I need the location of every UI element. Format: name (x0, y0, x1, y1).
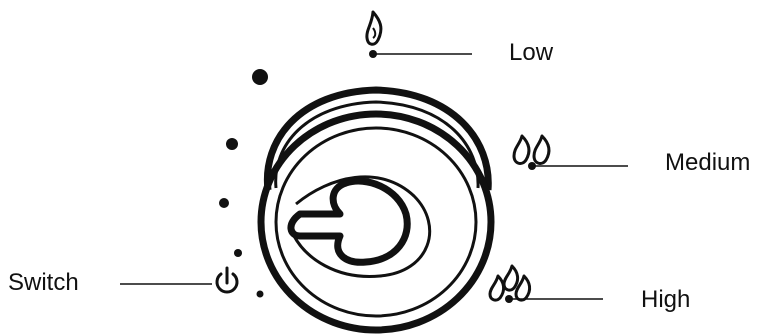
position-dot (257, 291, 264, 298)
triple-flame-icon (490, 266, 530, 300)
position-dot (219, 198, 229, 208)
knob-face-inner (276, 128, 476, 316)
low-label: Low (509, 41, 553, 65)
position-dot (252, 69, 268, 85)
position-dot (226, 138, 238, 150)
position-dot (234, 249, 242, 257)
single-flame-icon (367, 12, 381, 44)
double-flame-icon (514, 136, 549, 163)
medium-label: Medium (665, 151, 750, 175)
position-dots (219, 69, 268, 298)
control-knob (261, 90, 491, 330)
power-icon (217, 268, 237, 292)
high-label: High (641, 288, 690, 312)
switch-label: Switch (8, 271, 79, 295)
